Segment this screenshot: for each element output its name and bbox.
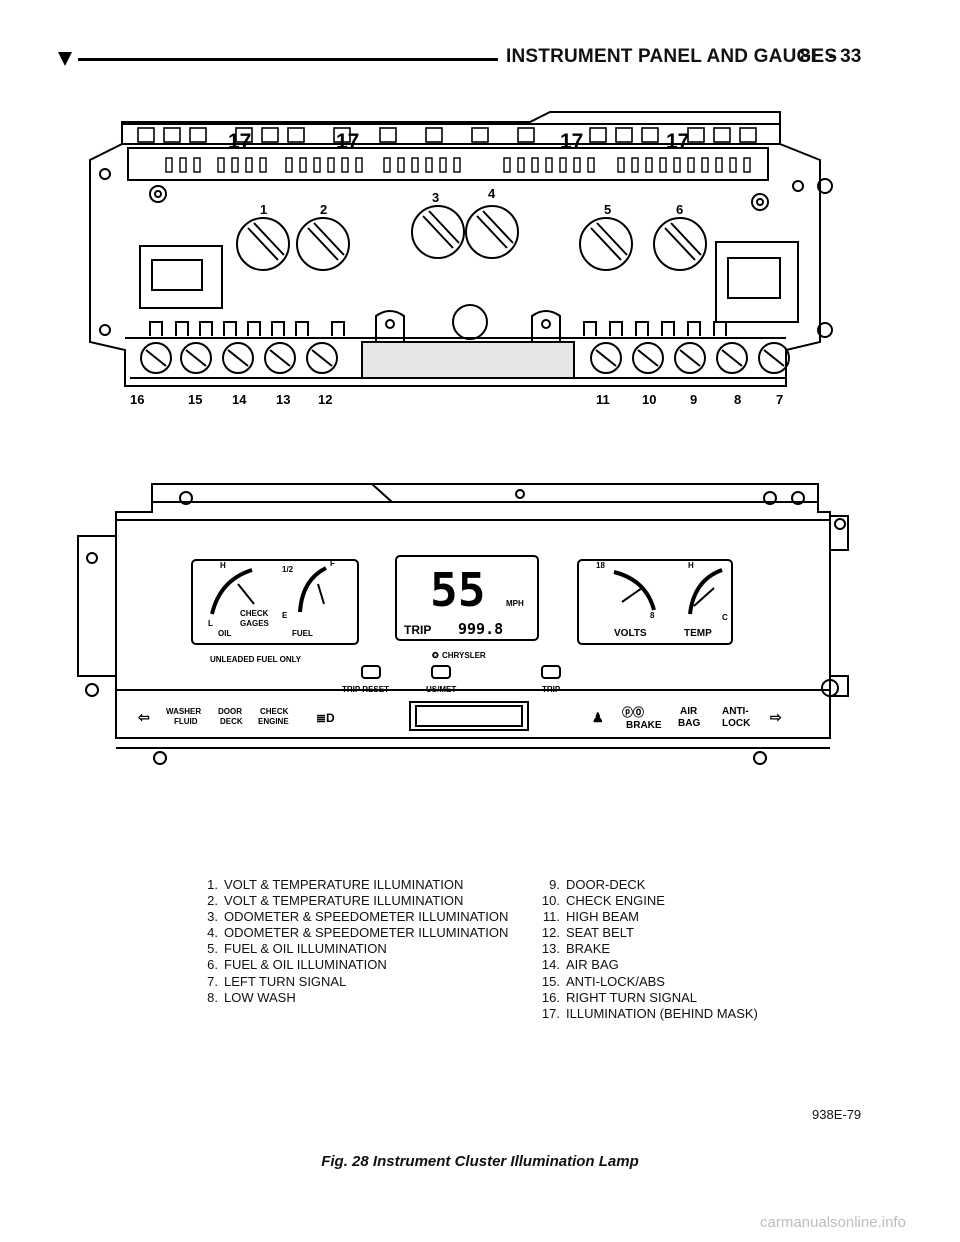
speed-unit: MPH <box>506 599 524 608</box>
legend-right: 9.DOOR-DECK 10.CHECK ENGINE 11.HIGH BEAM… <box>538 877 758 1022</box>
trip-button-label: TRIP <box>542 685 561 694</box>
washer-label: WASHER <box>166 707 201 716</box>
trip-reset-label: TRIP RESET <box>342 685 389 694</box>
callout-6: 6 <box>676 202 683 217</box>
legend-item: 16.RIGHT TURN SIGNAL <box>541 989 697 1005</box>
trip-label: TRIP <box>404 623 431 637</box>
callout-7: 7 <box>776 392 783 407</box>
volt-18: 18 <box>596 561 605 570</box>
callout-12: 12 <box>318 392 332 407</box>
section-title: INSTRUMENT PANEL AND GAUGES <box>506 46 838 67</box>
fuel-f: F <box>330 559 335 568</box>
right-turn-arrow-icon: ⇨ <box>770 709 782 725</box>
legend-item: 14.AIR BAG <box>541 957 619 973</box>
legend-item: 15.ANTI-LOCK/ABS <box>541 973 665 989</box>
check-label: CHECK <box>240 609 269 618</box>
lock-label: LOCK <box>722 718 751 729</box>
figure-caption: Fig. 28 Instrument Cluster Illumination … <box>321 1153 639 1170</box>
callout-8: 8 <box>734 392 741 407</box>
speed-readout: 55 <box>430 563 485 617</box>
temp-c: C <box>722 613 728 622</box>
temp-label: TEMP <box>684 628 712 639</box>
fuel-label: FUEL <box>292 629 313 638</box>
callout-2: 2 <box>320 202 327 217</box>
legend-item: 5.FUEL & OIL ILLUMINATION <box>207 941 387 957</box>
fluid-label: FLUID <box>174 717 198 726</box>
high-beam-icon: ≣D <box>316 711 335 725</box>
cluster-front-view-diagram: H 1/2 F L E CHECK GAGES OIL FUEL 55 MPH … <box>77 483 849 765</box>
us-met-label: US/MET <box>426 685 456 694</box>
check-engine-check: CHECK <box>260 707 289 716</box>
bag-label: BAG <box>678 718 700 729</box>
section-marker-icon <box>58 52 72 66</box>
page-header: INSTRUMENT PANEL AND GAUGES 8E - 33 <box>0 0 960 80</box>
seat-belt-icon: ♟ <box>592 710 604 725</box>
legend-left: 1.VOLT & TEMPERATURE ILLUMINATION 2.VOLT… <box>196 877 508 1006</box>
legend-item: 7.LEFT TURN SIGNAL <box>207 973 347 989</box>
legend-item: 11.HIGH BEAM <box>542 909 639 925</box>
legend-item: 13.BRAKE <box>541 941 611 957</box>
legend-item: 4.ODOMETER & SPEEDOMETER ILLUMINATION <box>207 925 509 941</box>
unleaded-label: UNLEADED FUEL ONLY <box>210 655 302 664</box>
callout-10: 10 <box>642 392 656 407</box>
page-number: 8E - 33 <box>800 46 862 67</box>
callout-17d: 17 <box>666 130 689 153</box>
callout-16: 16 <box>130 392 144 407</box>
brake-symbol-icon: ⓟ⓪ <box>622 705 644 719</box>
legend-item: 6.FUEL & OIL ILLUMINATION <box>207 957 387 973</box>
callout-17c: 17 <box>560 130 583 153</box>
callout-4: 4 <box>488 186 496 201</box>
header-rule <box>78 58 498 61</box>
fuel-l: L <box>208 619 213 628</box>
legend-item: 8.LOW WASH <box>207 989 296 1005</box>
callout-9: 9 <box>690 392 697 407</box>
gages-label: GAGES <box>240 619 270 628</box>
callout-15: 15 <box>188 392 202 407</box>
legend-item: 1.VOLT & TEMPERATURE ILLUMINATION <box>207 877 464 892</box>
legend-item: 3.ODOMETER & SPEEDOMETER ILLUMINATION <box>207 909 509 925</box>
door-label: DOOR <box>218 707 242 716</box>
legend-item: 17.ILLUMINATION (BEHIND MASK) <box>541 1005 758 1021</box>
callout-17b: 17 <box>336 130 359 153</box>
air-label: AIR <box>680 706 698 717</box>
anti-label: ANTI- <box>722 706 749 717</box>
deck-label: DECK <box>220 717 243 726</box>
left-turn-arrow-icon: ⇦ <box>137 709 150 725</box>
fuel-h: H <box>220 561 226 570</box>
volt-8: 8 <box>650 611 655 620</box>
legend-item: 12.SEAT BELT <box>541 925 634 941</box>
temp-h: H <box>688 561 694 570</box>
cluster-rear-view-diagram: 1 2 3 4 5 6 17 17 17 17 16 15 14 13 12 1… <box>89 111 833 407</box>
watermark: carmanualsonline.info <box>760 1214 906 1231</box>
legend-item: 9.DOOR-DECK <box>549 877 646 892</box>
callout-17a: 17 <box>228 130 251 153</box>
volts-label: VOLTS <box>614 628 647 639</box>
callout-11: 11 <box>596 392 610 407</box>
callout-3: 3 <box>432 190 439 205</box>
chrysler-logo-icon: ✪ <box>431 651 439 660</box>
brake-label: BRAKE <box>626 720 662 731</box>
figure-id: 938E-79 <box>812 1107 862 1122</box>
callout-5: 5 <box>604 202 611 217</box>
legend-item: 2.VOLT & TEMPERATURE ILLUMINATION <box>207 893 464 909</box>
callout-1: 1 <box>260 202 267 217</box>
check-engine-engine: ENGINE <box>258 717 289 726</box>
oil-label: OIL <box>218 629 231 638</box>
callout-14: 14 <box>232 392 247 407</box>
callout-13: 13 <box>276 392 290 407</box>
legend-item: 10.CHECK ENGINE <box>541 893 665 909</box>
trip-value: 999.8 <box>458 620 503 638</box>
fuel-e: E <box>282 611 288 620</box>
brand-label: CHRYSLER <box>442 651 486 660</box>
fuel-half: 1/2 <box>282 565 294 574</box>
